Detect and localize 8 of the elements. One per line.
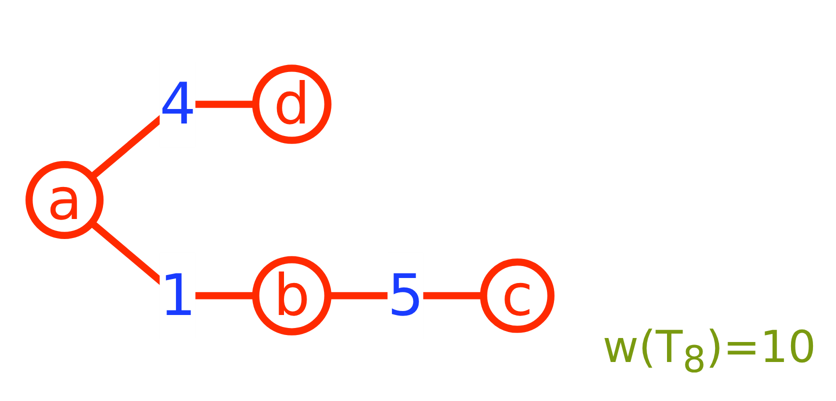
edge-label: 1 [160,262,196,330]
node-circle: c [480,258,554,333]
edge-label: 4 [160,70,196,138]
node-circle: d [252,64,332,144]
edge-label: 5 [388,262,424,330]
node-circle: a [26,160,104,240]
node-circle: b [252,256,332,336]
formula-text: w(T$_{8}$)=10 [602,322,816,381]
